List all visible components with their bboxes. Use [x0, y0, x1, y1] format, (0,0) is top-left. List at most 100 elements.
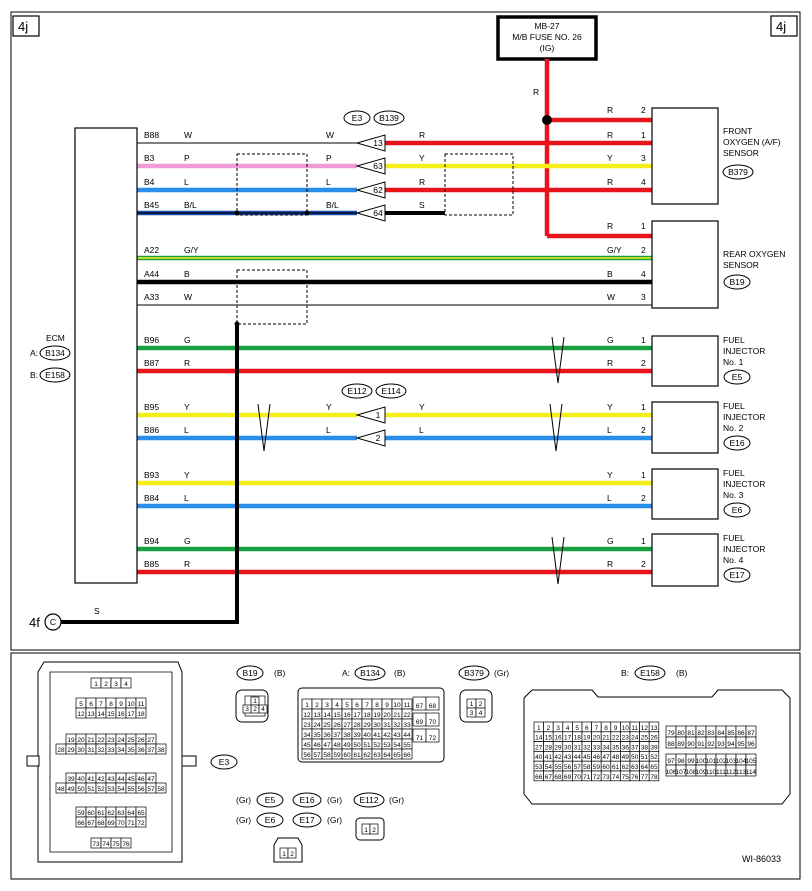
pin-number: 68	[429, 703, 437, 710]
pin-label: 1	[641, 335, 646, 345]
pin-cell	[425, 712, 440, 727]
pin-number: 38	[343, 732, 351, 739]
connector-oval	[723, 567, 751, 583]
svg-text:SENSOR: SENSOR	[723, 260, 759, 270]
pin-number: 37	[631, 744, 639, 751]
svg-text:FRONT: FRONT	[723, 126, 752, 136]
pin-label: 2	[641, 493, 646, 503]
injector-connector-label: E16	[729, 438, 744, 448]
pin-cell	[135, 707, 147, 719]
shield-dot	[234, 210, 240, 216]
pin-number: 23	[303, 722, 311, 729]
wire-color-label: R	[607, 177, 613, 187]
pin-number: 50	[631, 754, 639, 761]
svg-text:REAR OXYGEN: REAR OXYGEN	[723, 249, 785, 259]
wire-color-label: L	[326, 425, 331, 435]
pin-number: 56	[564, 764, 572, 771]
connector-oval	[723, 435, 751, 451]
svg-text:(IG): (IG)	[540, 43, 555, 53]
connector-label: E16	[299, 795, 314, 805]
injector-label: No. 4	[723, 555, 744, 565]
ecm-pin-label: B96	[144, 335, 159, 345]
junction-pin-number: 13	[373, 138, 383, 148]
pin-number: 47	[323, 742, 331, 749]
wire-color-label: Y	[607, 402, 613, 412]
pin-number: 61	[612, 764, 620, 771]
pin-number: 38	[641, 744, 649, 751]
pin-cell	[155, 743, 167, 755]
pin-number: 1	[94, 681, 98, 688]
pin-number: 4	[566, 725, 570, 732]
pin-number: 54	[117, 786, 125, 793]
pin-number: 44	[403, 732, 411, 739]
pin-number: 64	[641, 764, 649, 771]
ecm-pin-label: B3	[144, 153, 155, 163]
pin-number: 58	[323, 752, 331, 759]
ecm-pin-label: B94	[144, 536, 159, 546]
pin-number: 59	[77, 810, 85, 817]
pin-number: 83	[707, 730, 715, 737]
connector-color: (Gr)	[327, 795, 342, 805]
injector-connector-label: E5	[732, 372, 743, 382]
pin-cell	[425, 696, 440, 711]
pin-number: 3	[470, 710, 474, 717]
pin-number: 7	[365, 702, 369, 709]
connector-color: (Gr)	[389, 795, 404, 805]
pin-number: 69	[107, 820, 115, 827]
page-ref-left: 4j	[18, 19, 28, 34]
pin-number: 8	[109, 701, 113, 708]
svg-text:M/B FUSE NO. 26: M/B FUSE NO. 26	[512, 32, 582, 42]
pin-number: 73	[602, 774, 610, 781]
pin-number: 28	[353, 722, 361, 729]
pin-number: 45	[127, 776, 135, 783]
pin-number: 25	[127, 737, 135, 744]
junction-e3-b139-labels: E3 B139	[343, 110, 405, 126]
wire-color-label: Y	[184, 470, 190, 480]
wire-color-label: R	[607, 221, 613, 231]
wire-color-label: P	[184, 153, 190, 163]
ground-reference: 4f C S	[29, 606, 100, 631]
pin-number: 24	[631, 735, 639, 742]
twisted-pair-mark	[549, 403, 563, 452]
pin-number: 28	[57, 747, 65, 754]
injector-label: FUEL	[723, 335, 745, 345]
pin-number: 35	[612, 744, 620, 751]
connector-inner	[49, 671, 173, 853]
ecm-name: ECM	[46, 333, 65, 343]
pin-number: 29	[67, 747, 75, 754]
pin-number: 1	[282, 851, 286, 858]
ecm-pin-label: B85	[144, 559, 159, 569]
wire-color-label: Y	[419, 402, 425, 412]
pin-number: 73	[92, 841, 100, 848]
wire-color-label: B	[184, 269, 190, 279]
pin-number: 1	[364, 827, 368, 834]
wire-color-label: R	[607, 130, 613, 140]
pin-label: 3	[641, 292, 646, 302]
pin-number: 11	[631, 725, 638, 732]
pin-number: 47	[147, 776, 155, 783]
pin-number: 55	[403, 742, 411, 749]
rear-o2-sensor: REAR OXYGEN SENSOR B19	[651, 220, 785, 309]
pin-number: 109	[696, 769, 707, 776]
shield-box-ecm-side	[236, 153, 308, 216]
pin-number: 40	[535, 754, 543, 761]
pin-number: 15	[107, 711, 115, 718]
fuse-box: MB-27 M/B FUSE NO. 26 (IG)	[496, 15, 598, 61]
ecm-conn-b: E158	[45, 370, 65, 380]
wire-color-label: L	[184, 425, 189, 435]
pin-number: 2	[290, 851, 294, 858]
pin-number: 61	[353, 752, 361, 759]
pin-label: 2	[641, 358, 646, 368]
pin-number: 24	[117, 737, 125, 744]
front-o2-sensor: FRONT OXYGEN (A/F) SENSOR B379	[651, 107, 781, 205]
pin-label: 2	[641, 559, 646, 569]
pin-cell	[475, 707, 486, 718]
wire-color-label: L	[607, 425, 612, 435]
wire-color-label: G	[607, 335, 614, 345]
pin-number: 78	[650, 774, 658, 781]
pin-number: 114	[746, 769, 757, 776]
